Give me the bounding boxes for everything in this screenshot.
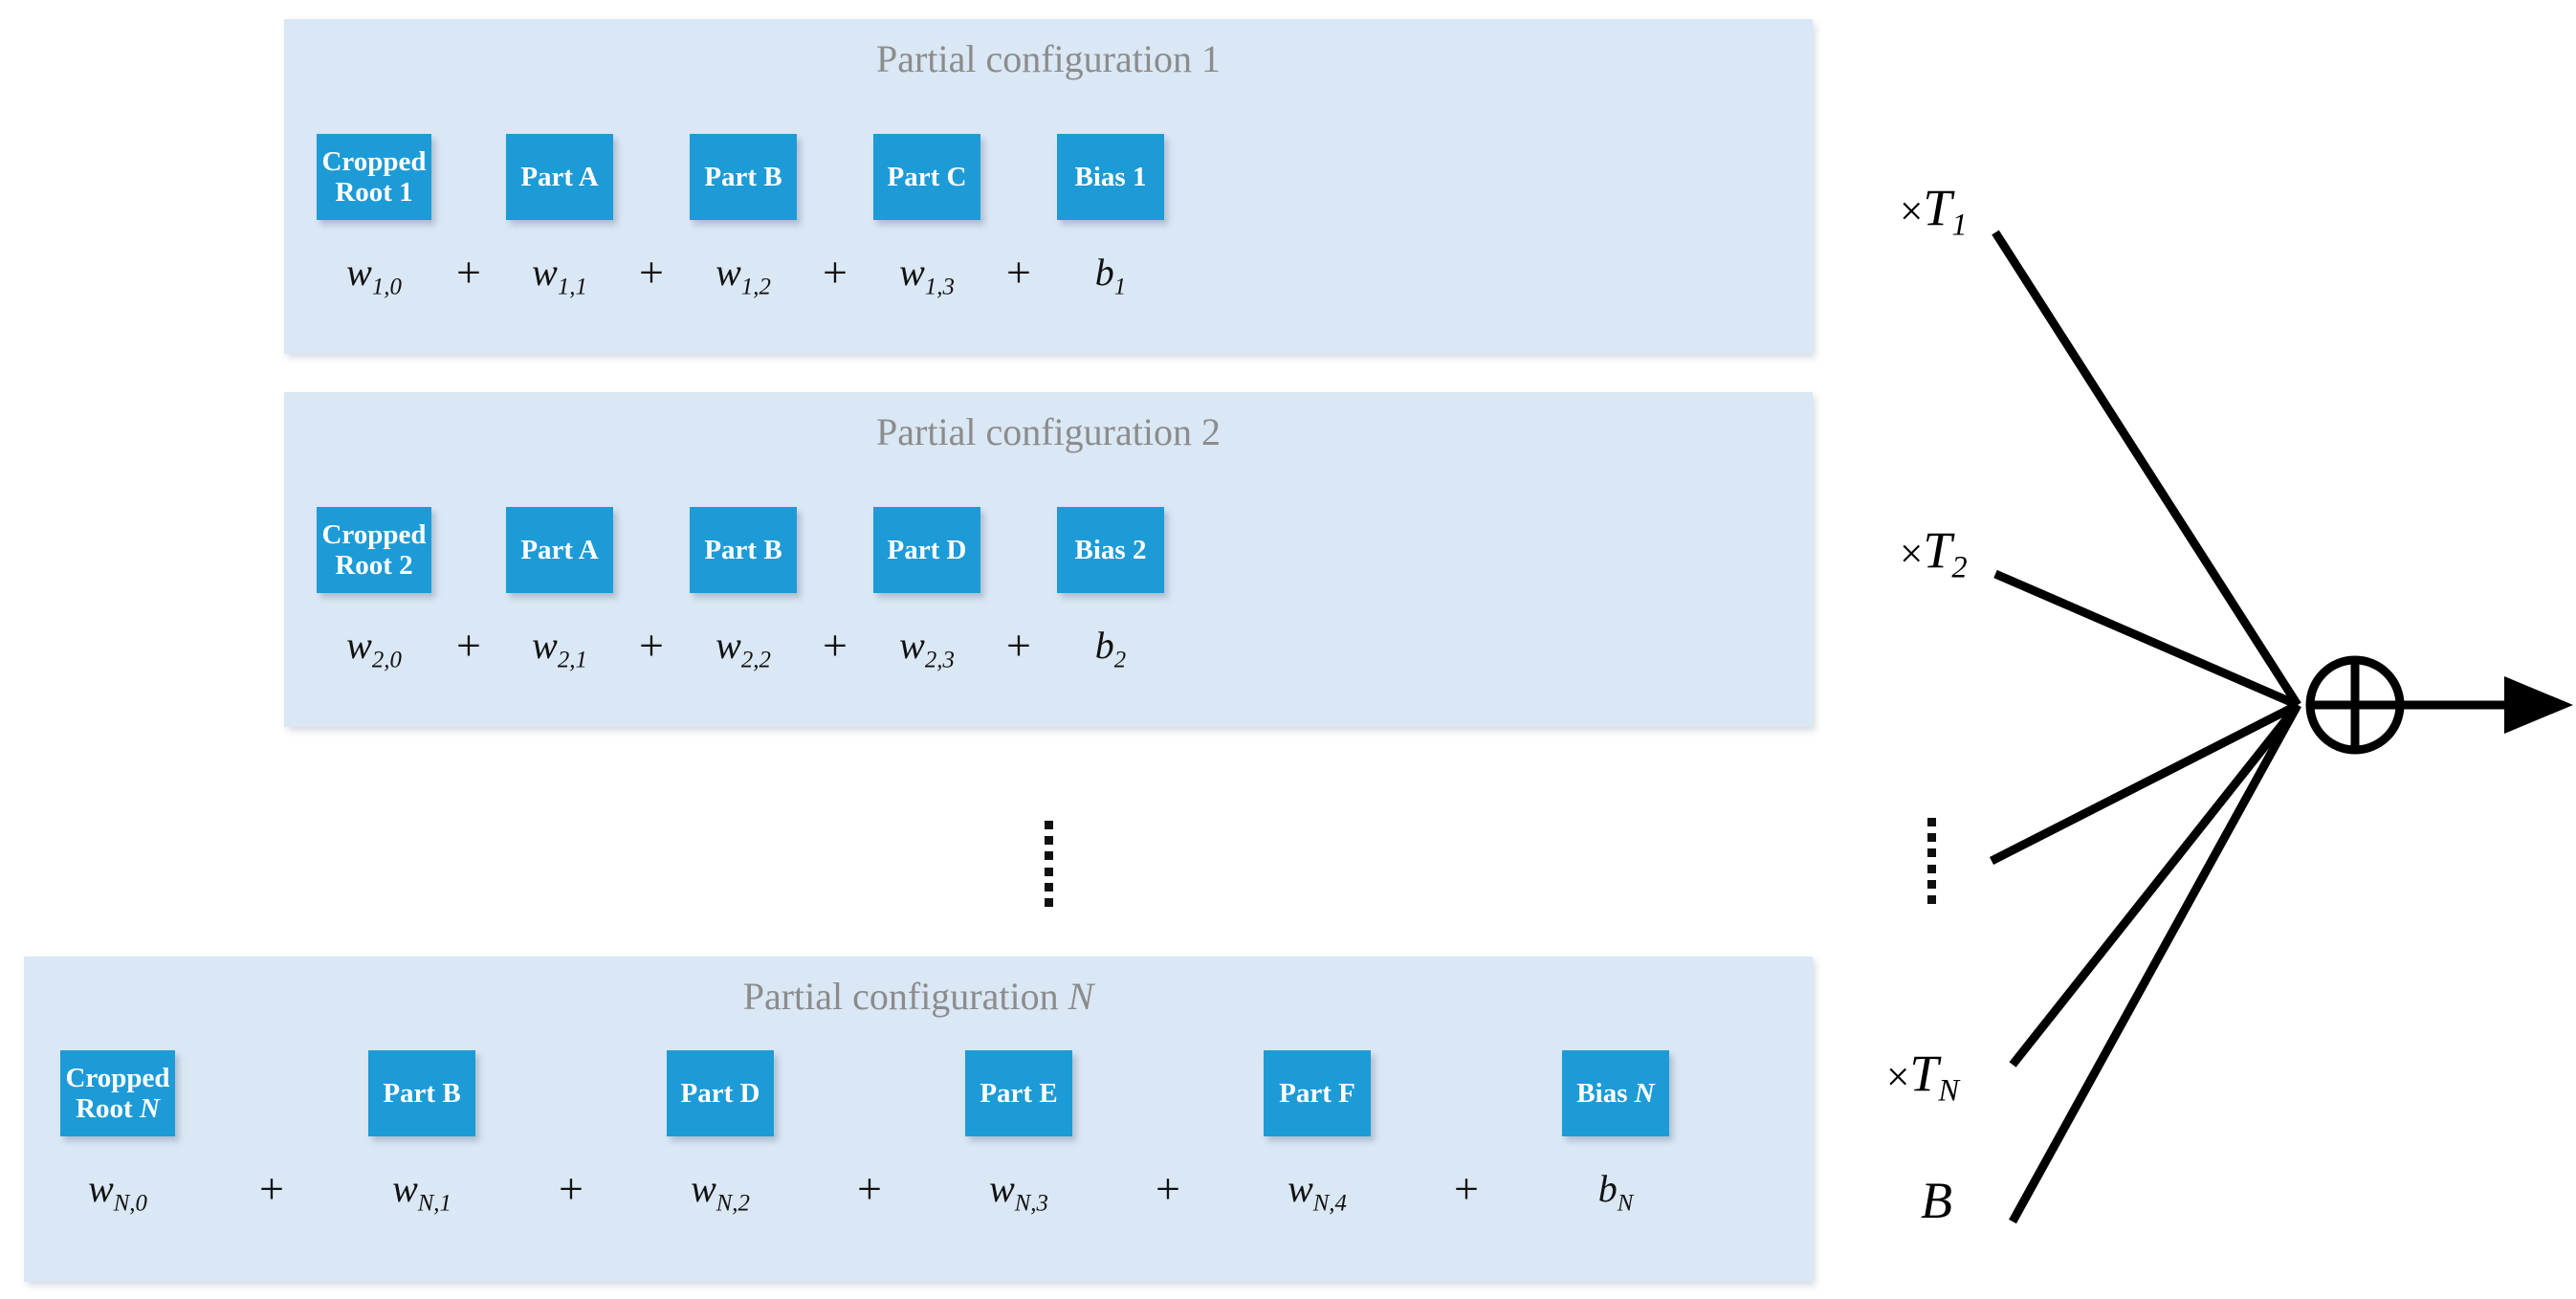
plus-operator: +	[823, 621, 848, 670]
weight-term-n-2: wN,2	[691, 1167, 750, 1217]
part-box-cropped-root-n[interactable]: Cropped Root N	[60, 1050, 175, 1136]
branch-line-ellipsis	[1989, 700, 2301, 866]
part-box-part-d-2[interactable]: Part D	[873, 507, 980, 593]
part-box-part-e-n[interactable]: Part E	[965, 1050, 1072, 1136]
weight-term-1-0: w1,0	[346, 251, 402, 300]
plus-operator: +	[259, 1164, 284, 1213]
branch-line-b	[2009, 702, 2301, 1224]
part-box-bias-n[interactable]: Bias N	[1562, 1050, 1669, 1136]
plus-operator: +	[1006, 621, 1031, 670]
config-panel-n: Partial configuration N	[24, 957, 1813, 1282]
branch-label-b: B	[1921, 1172, 1952, 1229]
part-box-part-a-1[interactable]: Part A	[506, 134, 613, 220]
part-box-part-f-n[interactable]: Part F	[1264, 1050, 1371, 1136]
branch-line-tn	[2009, 702, 2301, 1068]
part-box-part-b-1[interactable]: Part B	[690, 134, 797, 220]
plus-operator: +	[639, 248, 664, 297]
weight-term-2-2: w2,2	[716, 624, 771, 673]
part-box-part-c-1[interactable]: Part C	[873, 134, 980, 220]
branch-line-t2	[1993, 569, 2300, 710]
plus-operator: +	[1006, 248, 1031, 297]
part-box-part-d-n[interactable]: Part D	[667, 1050, 774, 1136]
panel-title-2: Partial configuration 2	[876, 410, 1221, 453]
branch-label-t1: ×T1	[1900, 179, 1968, 243]
weight-term-n-3: wN,3	[989, 1167, 1048, 1217]
plus-operator: +	[857, 1164, 882, 1213]
weight-term-2-0: w2,0	[346, 624, 402, 673]
circled-plus-node	[2305, 655, 2405, 755]
part-box-part-a-2[interactable]: Part A	[506, 507, 613, 593]
plus-operator: +	[823, 248, 848, 297]
part-box-cropped-root-2[interactable]: Cropped Root 2	[317, 507, 431, 593]
plus-operator: +	[1156, 1164, 1180, 1213]
plus-operator: +	[639, 621, 664, 670]
plus-operator: +	[456, 621, 481, 670]
bias-term-1: b1	[1094, 251, 1127, 300]
weight-term-n-0: wN,0	[88, 1167, 147, 1217]
weight-term-1-1: w1,1	[532, 251, 587, 300]
part-box-cropped-root-1[interactable]: Cropped Root 1	[317, 134, 431, 220]
bias-term-n: bN	[1597, 1167, 1634, 1217]
branch-vertical-ellipsis-icon	[1926, 818, 1936, 904]
weight-term-2-1: w2,1	[532, 624, 587, 673]
config-panel-2: Partial configuration 2	[284, 392, 1813, 727]
output-arrow-head	[2504, 676, 2573, 734]
weight-term-1-2: w1,2	[716, 251, 771, 300]
plus-operator: +	[1454, 1164, 1479, 1213]
branch-label-t2: ×T2	[1900, 521, 1968, 585]
plus-operator: +	[559, 1164, 583, 1213]
weight-term-1-3: w1,3	[899, 251, 955, 300]
panel-title-1: Partial configuration 1	[876, 37, 1221, 80]
panel-title-n: Partial configuration N	[742, 975, 1094, 1018]
branch-label-tn: ×TN	[1886, 1045, 1960, 1109]
part-box-part-b-n[interactable]: Part B	[368, 1050, 475, 1136]
weight-term-n-1: wN,1	[392, 1167, 451, 1217]
part-box-bias-1[interactable]: Bias 1	[1057, 134, 1164, 220]
branch-line-t1	[1992, 230, 2301, 708]
weight-term-2-3: w2,3	[899, 624, 955, 673]
bias-term-2: b2	[1094, 624, 1127, 673]
part-box-bias-2[interactable]: Bias 2	[1057, 507, 1164, 593]
rows-vertical-ellipsis-icon	[1044, 821, 1053, 907]
weight-term-n-4: wN,4	[1288, 1167, 1347, 1217]
part-box-part-b-2[interactable]: Part B	[690, 507, 797, 593]
plus-operator: +	[456, 248, 481, 297]
